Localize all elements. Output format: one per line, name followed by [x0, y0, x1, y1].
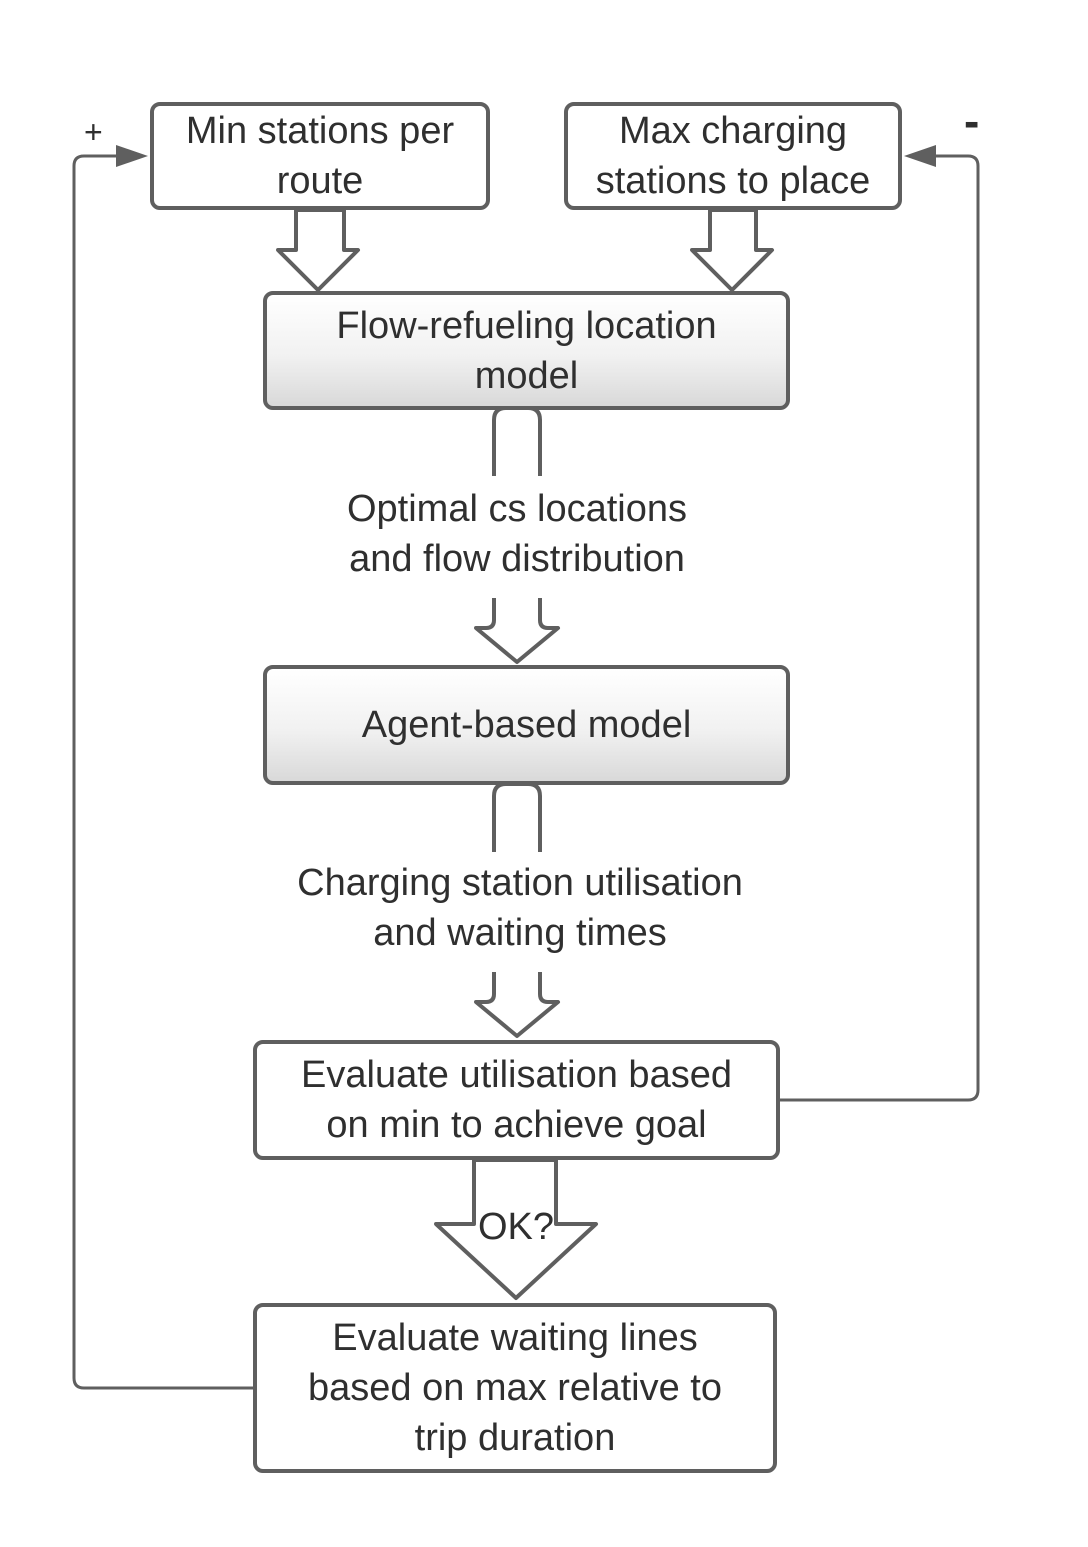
plus-sign: +	[84, 114, 103, 150]
feedback-arrowhead-plus	[116, 145, 148, 167]
stem-agent-output	[492, 782, 542, 852]
flow-model-box: Flow-refueling location model	[263, 291, 790, 410]
arrow-min-to-flow	[276, 208, 360, 292]
optimal-locations-label: Optimal cs locations and flow distributi…	[346, 488, 687, 580]
arrow-max-to-flow	[690, 208, 774, 292]
evaluate-utilisation-label: Evaluate utilisation based on min to ach…	[301, 1054, 732, 1146]
evaluate-waiting-box: Evaluate waiting lines based on max rela…	[253, 1303, 777, 1473]
min-stations-box: Min stations per route	[150, 102, 490, 210]
feedback-arrowhead-minus	[904, 145, 936, 167]
arrow-ok	[434, 1158, 598, 1300]
ok-label: OK?	[477, 1206, 555, 1248]
evaluate-waiting-label: Evaluate waiting lines based on max rela…	[307, 1317, 722, 1459]
max-charging-box: Max charging stations to place	[564, 102, 902, 210]
utilisation-times-label: Charging station utilisation and waiting…	[297, 862, 743, 954]
minus-sign: -	[964, 95, 980, 147]
min-stations-label: Min stations per route	[185, 110, 455, 202]
feedback-line-plus	[72, 154, 254, 1390]
flow-model-label: Flow-refueling location model	[336, 304, 717, 397]
evaluate-utilisation-box: Evaluate utilisation based on min to ach…	[253, 1040, 780, 1160]
agent-model-box: Agent-based model	[263, 665, 790, 785]
arrow-into-evaluate-utilisation	[474, 972, 560, 1038]
max-charging-label: Max charging stations to place	[595, 110, 871, 202]
feedback-line-minus	[780, 154, 980, 1102]
stem-flow-output	[492, 406, 542, 476]
agent-model-label: Agent-based model	[361, 704, 692, 746]
arrow-into-agent-model	[474, 598, 560, 664]
